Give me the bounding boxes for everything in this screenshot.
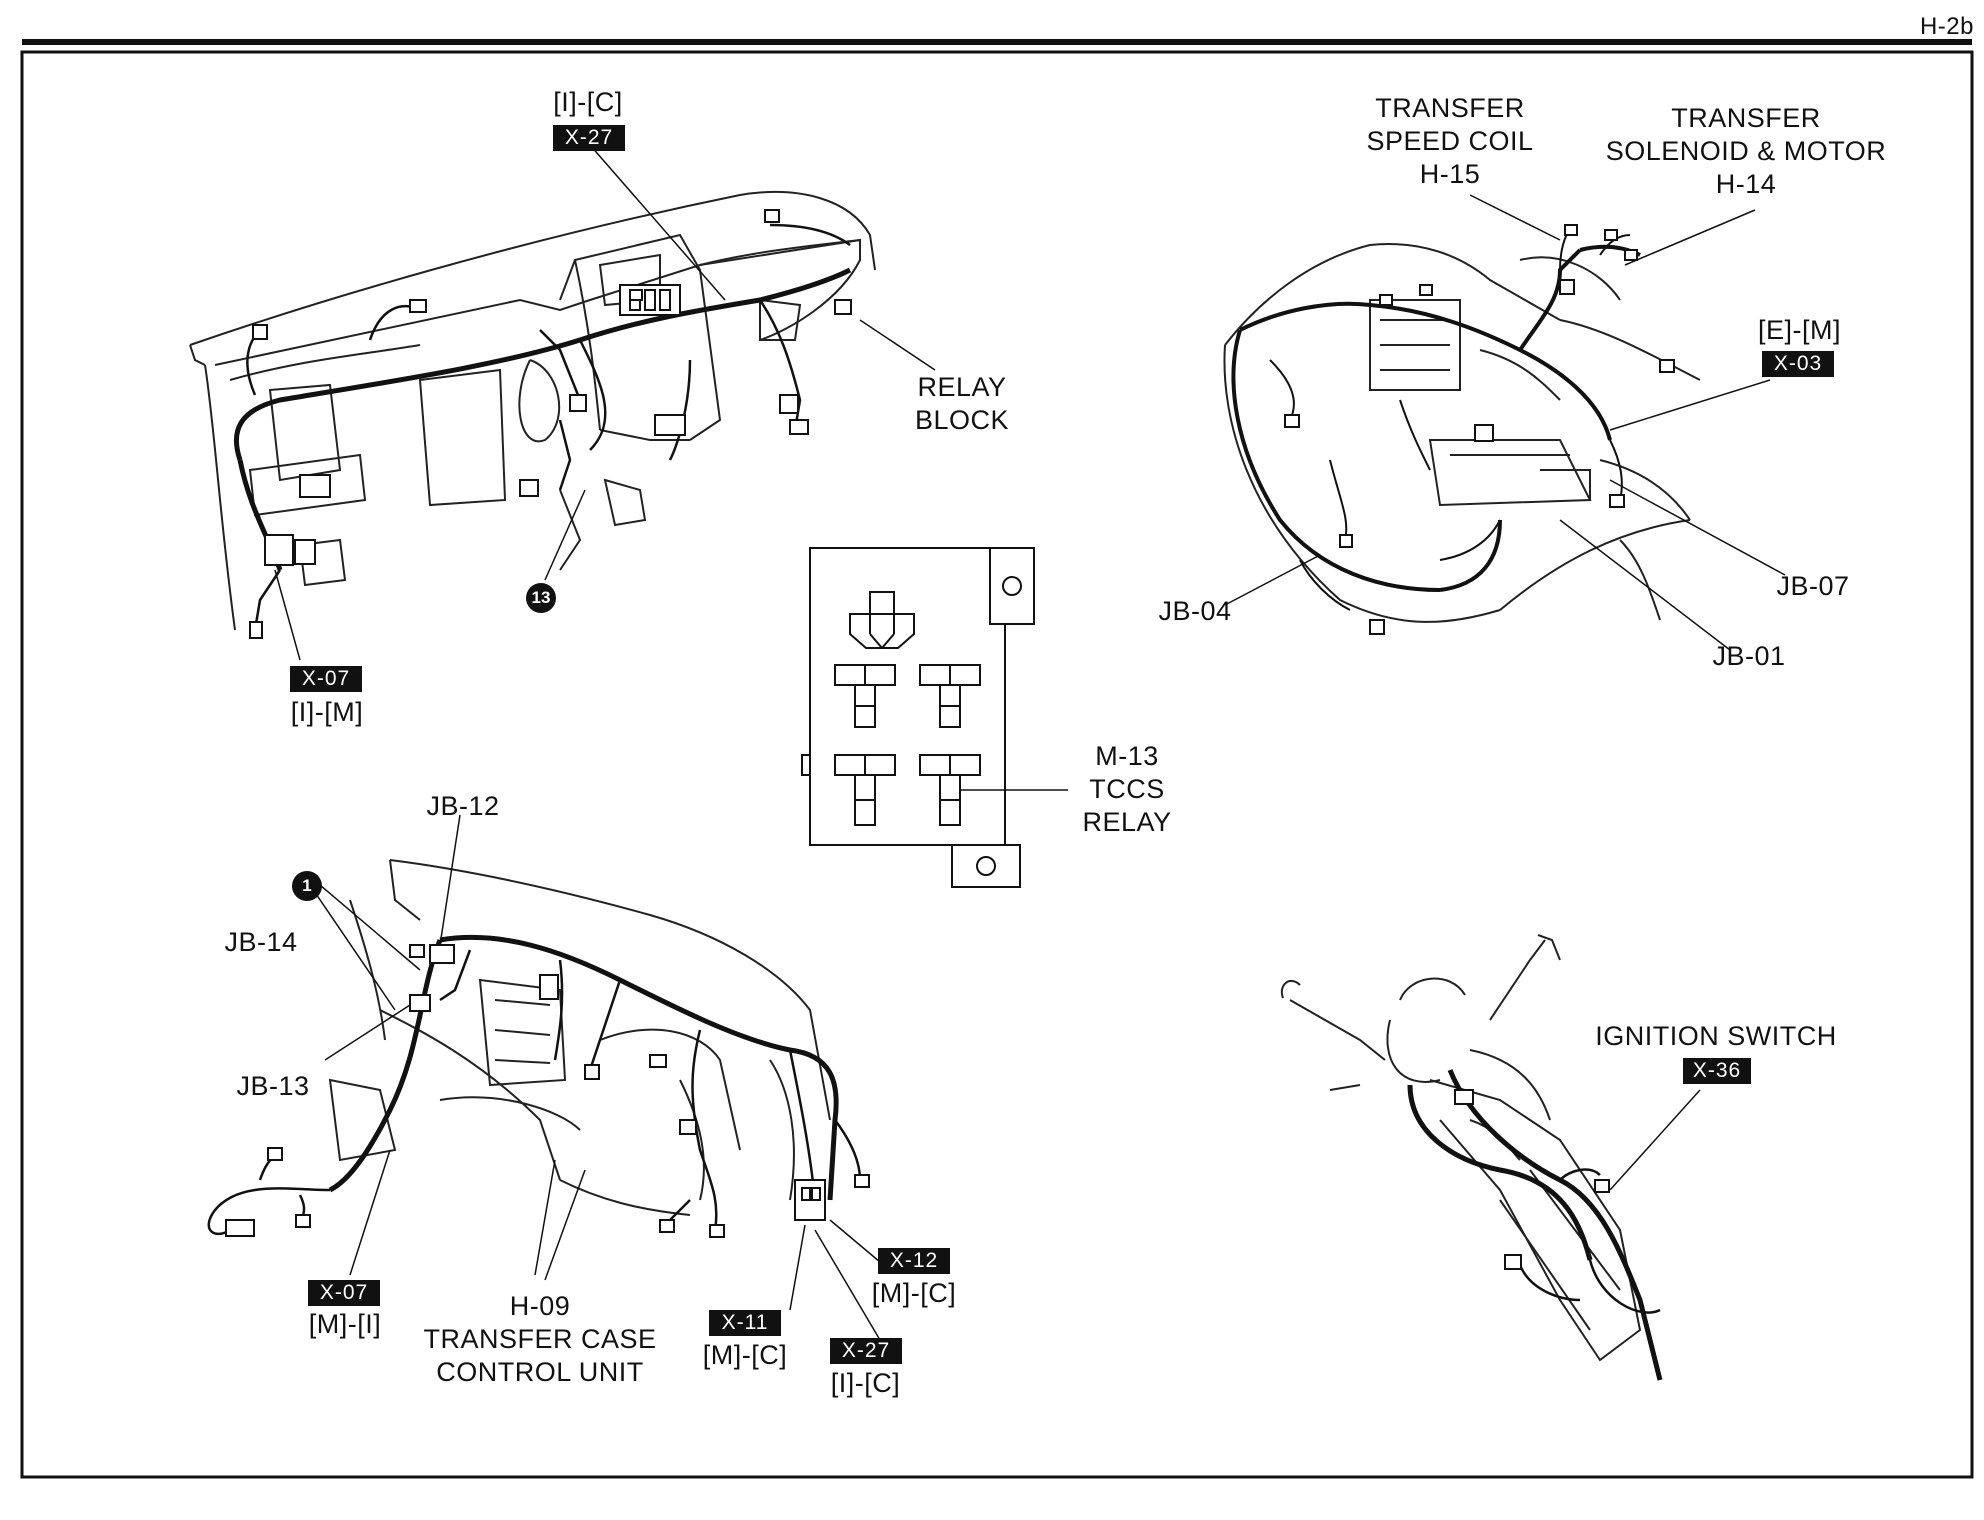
label-tccs-relay: M-13 TCCS RELAY xyxy=(1062,740,1192,839)
dashboard-branches xyxy=(246,223,851,631)
label-transfer-solenoid: TRANSFER SOLENOID & MOTOR H-14 xyxy=(1586,102,1906,201)
badge-x11: X-11 xyxy=(709,1310,781,1336)
ignition-harness xyxy=(1407,1069,1663,1381)
label-tccs-line1: M-13 xyxy=(1095,741,1159,771)
badge-x12: X-12 xyxy=(878,1248,950,1274)
label-tccu-line3: CONTROL UNIT xyxy=(436,1357,644,1387)
console-harness xyxy=(328,934,839,1201)
label-ignition-switch: IGNITION SWITCH xyxy=(1595,1021,1837,1051)
label-ic-bottom: [I]-[C] xyxy=(830,1368,901,1398)
label-tccu-line1: H-09 xyxy=(509,1291,571,1321)
label-relay-block-line2: BLOCK xyxy=(914,405,1010,435)
label-tsm-line2: SOLENOID & MOTOR xyxy=(1605,136,1887,166)
tccs-relay-pinout xyxy=(801,547,1068,888)
label-tccs-line2: TCCS xyxy=(1089,774,1165,804)
marker-13: 13 xyxy=(526,583,556,613)
badge-x27-bottom: X-27 xyxy=(830,1338,902,1364)
label-tccu-line2: TRANSFER CASE xyxy=(423,1324,657,1354)
engine-bay-connectors xyxy=(1284,224,1675,635)
label-transfer-speed-coil: TRANSFER SPEED COIL H-15 xyxy=(1350,92,1550,191)
ignition-connectors xyxy=(1454,1089,1610,1270)
dashboard-leaders xyxy=(274,144,936,661)
console-leaders xyxy=(311,814,881,1341)
ignition-branches xyxy=(1518,1168,1661,1314)
label-tsm-line3: H-14 xyxy=(1715,169,1777,199)
badge-x36: X-36 xyxy=(1683,1058,1751,1084)
badge-x27-top: X-27 xyxy=(553,125,625,151)
label-relay-block-line1: RELAY xyxy=(917,372,1007,402)
badge-x07-top: X-07 xyxy=(290,666,362,692)
ignition-leader xyxy=(1609,1089,1701,1191)
dashboard-connectors xyxy=(249,209,852,639)
engine-bay-leaders xyxy=(1224,194,1786,651)
engine-bay-branches xyxy=(1269,229,1631,611)
label-tsc-line2: SPEED COIL xyxy=(1366,126,1534,156)
engine-bay-harness xyxy=(1231,244,1641,592)
dashboard-harness xyxy=(233,267,852,571)
page-id: H-2b xyxy=(1919,13,1974,40)
badge-x07-bottom: X-07 xyxy=(308,1280,380,1306)
marker-1: 1 xyxy=(292,871,322,901)
label-jb13: JB-13 xyxy=(236,1071,310,1101)
page-frame xyxy=(20,39,1974,1479)
label-tsc-line3: H-15 xyxy=(1419,159,1481,189)
label-tsm-line1: TRANSFER xyxy=(1671,103,1821,133)
label-im: [I]-[M] xyxy=(290,697,364,727)
label-em: [E]-[M] xyxy=(1758,315,1841,345)
label-jb14: JB-14 xyxy=(224,927,298,957)
label-jb12: JB-12 xyxy=(426,791,500,821)
label-mc-x12: [M]-[C] xyxy=(871,1278,957,1308)
label-jb01: JB-01 xyxy=(1712,641,1786,671)
label-tsc-line1: TRANSFER xyxy=(1375,93,1525,123)
label-mc-x11: [M]-[C] xyxy=(702,1340,788,1370)
label-relay-block: RELAY BLOCK xyxy=(902,371,1022,437)
label-tccs-line3: RELAY xyxy=(1082,807,1172,837)
console-connectors xyxy=(225,944,870,1238)
label-mi: [M]-[I] xyxy=(308,1309,382,1339)
badge-x03: X-03 xyxy=(1762,351,1834,377)
engine-bay-illustration xyxy=(1223,243,1701,623)
label-top-ic: [I]-[C] xyxy=(553,87,623,117)
label-transfer-case-control-unit: H-09 TRANSFER CASE CONTROL UNIT xyxy=(410,1290,670,1389)
label-jb04: JB-04 xyxy=(1158,596,1232,626)
dashboard-illustration xyxy=(189,191,876,631)
steering-column-illustration xyxy=(1280,934,1642,1362)
label-jb07: JB-07 xyxy=(1776,571,1850,601)
console-illustration xyxy=(328,859,831,1216)
